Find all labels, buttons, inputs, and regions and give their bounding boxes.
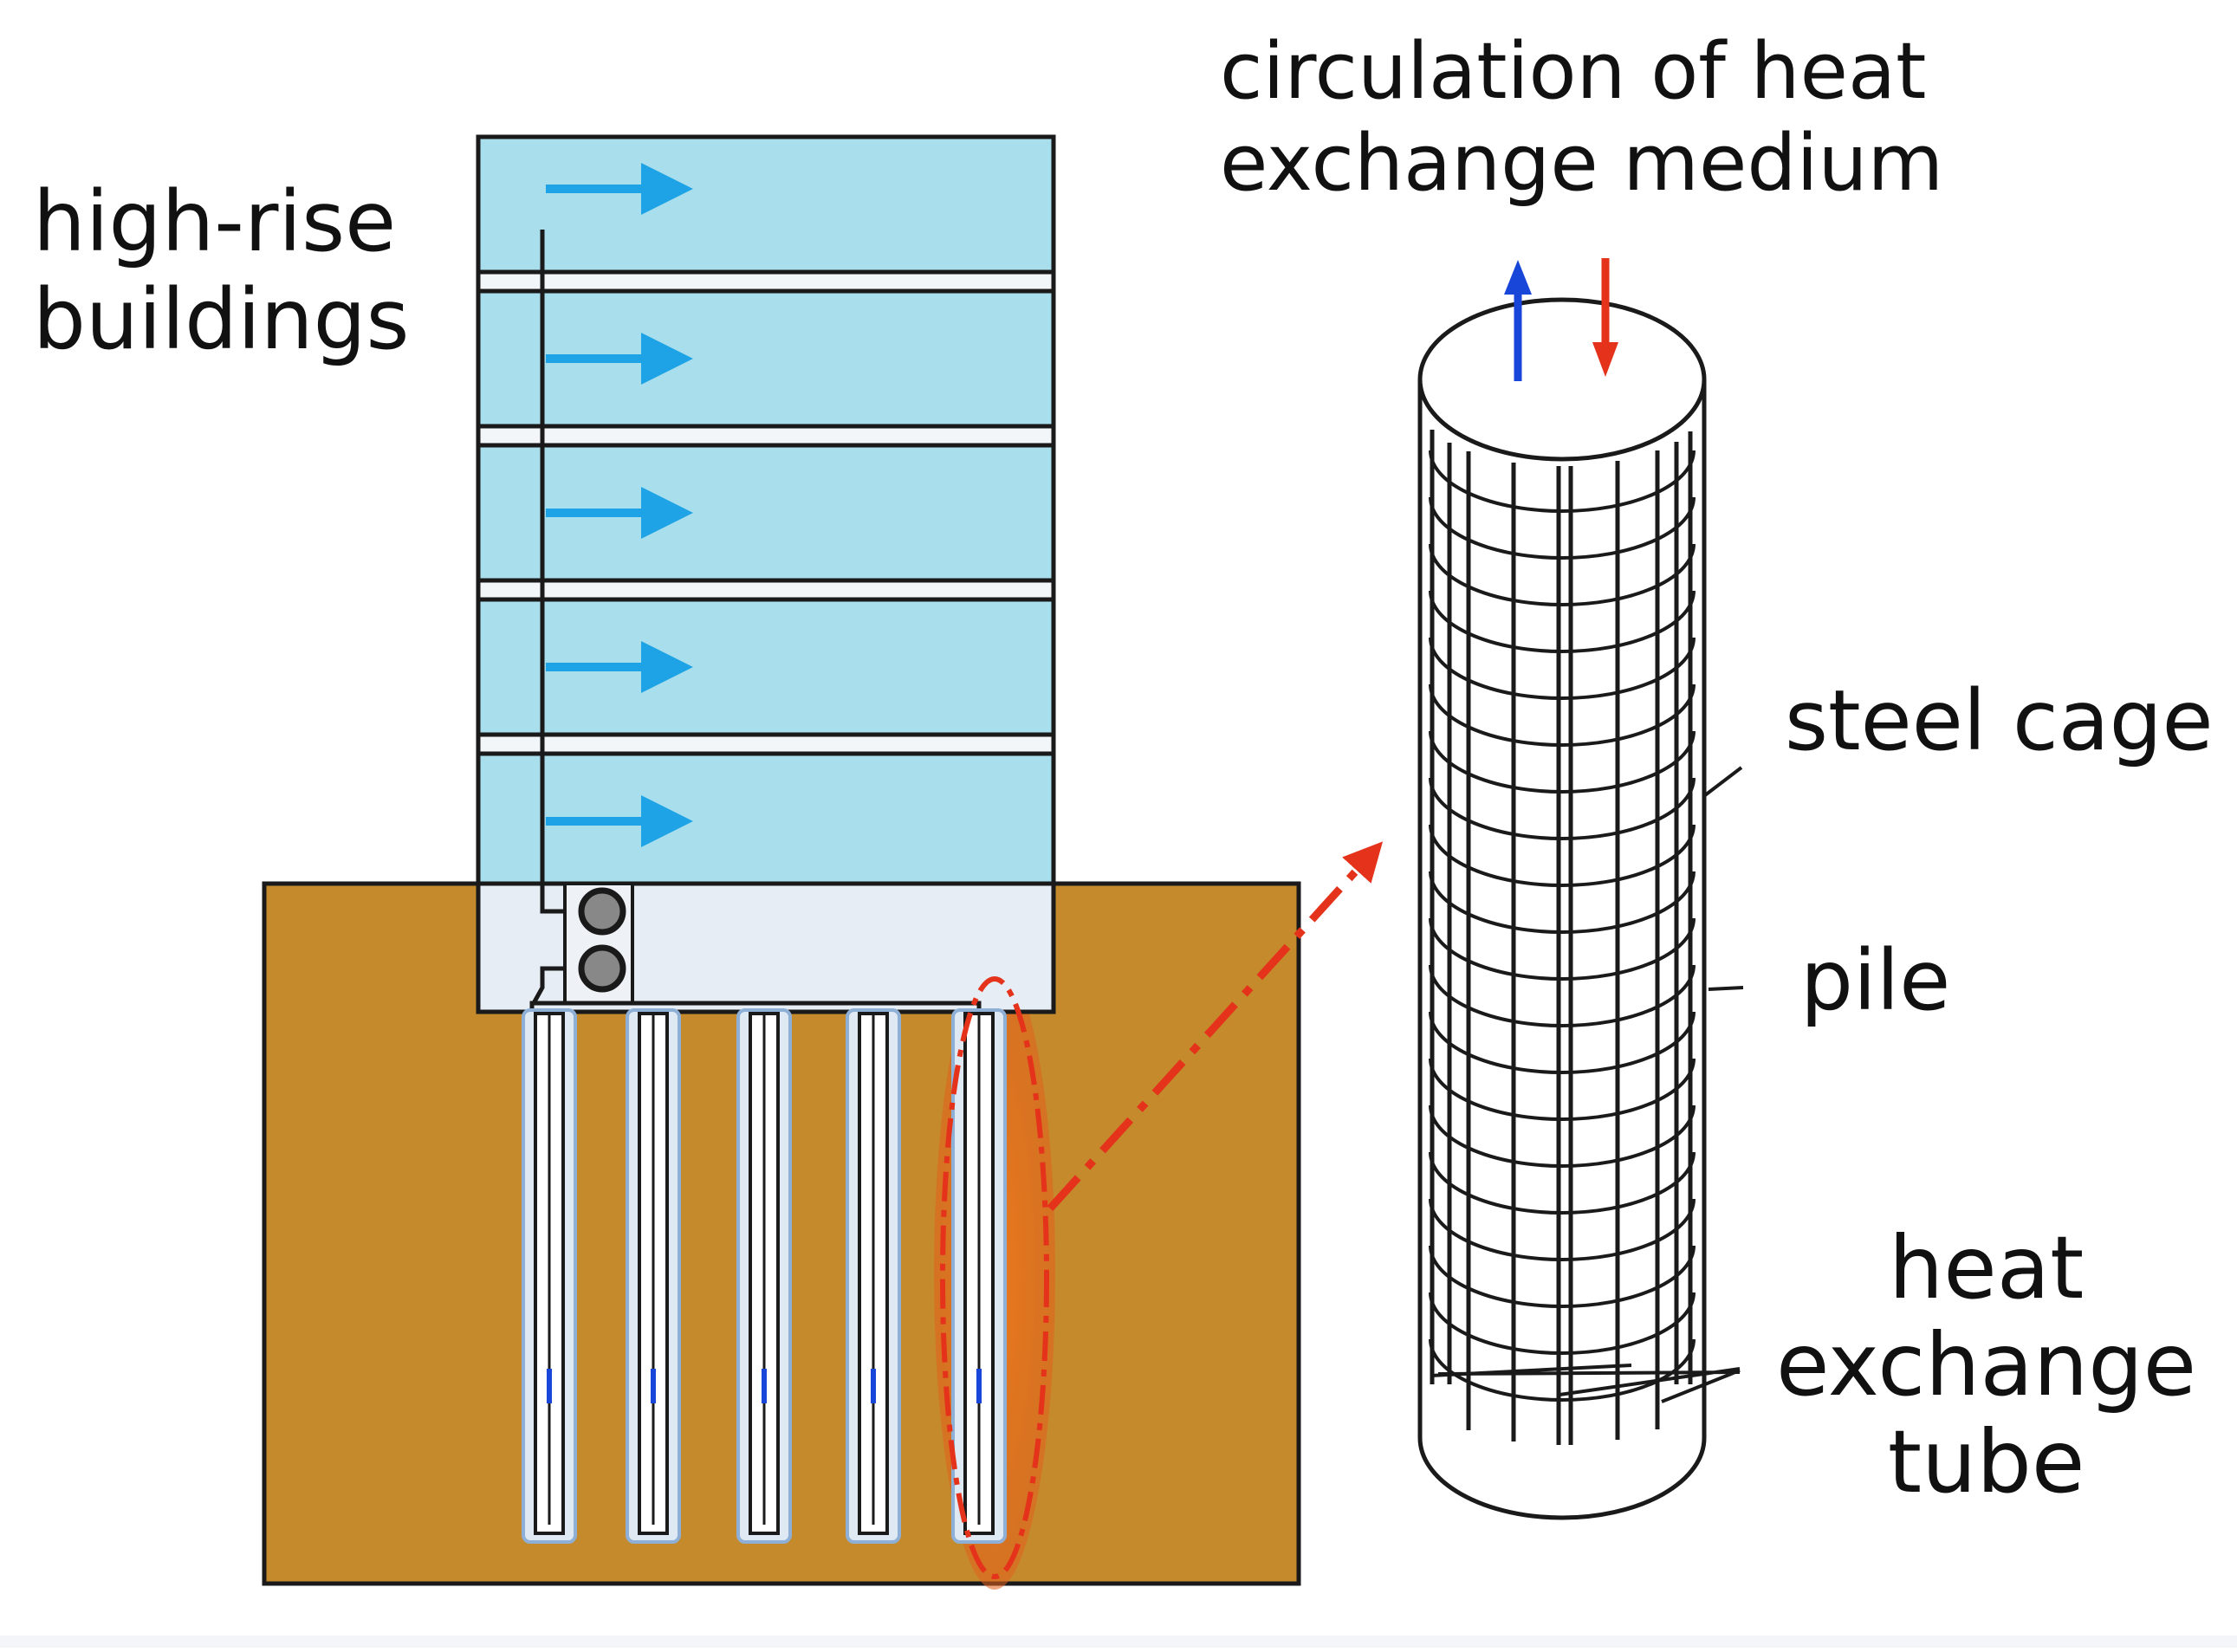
steel-cage-hoop bbox=[1429, 871, 1696, 934]
steel-cage-hoop bbox=[1429, 450, 1696, 513]
pile-cylinder-detail bbox=[1417, 297, 1707, 1520]
label-tube-line2: exchange bbox=[1776, 1314, 2197, 1416]
label-steel-cage: steel cage bbox=[1785, 672, 2214, 769]
steel-cage-hoop bbox=[1429, 917, 1696, 981]
label-circulation: circulation of heat exchange medium bbox=[1220, 26, 1943, 210]
steel-cage-hoop bbox=[1429, 1338, 1696, 1402]
steel-cage-hoop bbox=[1429, 1245, 1696, 1308]
leader-steel-cage bbox=[1703, 766, 1743, 797]
steel-cage-hoop bbox=[1429, 1058, 1696, 1121]
riser-pipe-return bbox=[531, 966, 565, 1005]
pile-cylinder-body bbox=[1417, 379, 1707, 1520]
label-pile: pile bbox=[1800, 932, 1951, 1029]
outflow-arrow-head bbox=[1592, 342, 1618, 377]
steel-cage-hoop bbox=[1429, 543, 1696, 606]
steel-cage-hoop bbox=[1429, 730, 1696, 794]
label-building-line2: buildings bbox=[33, 271, 410, 369]
steel-cage-hoop bbox=[1429, 590, 1696, 653]
label-tube-line3: tube bbox=[1887, 1411, 2085, 1513]
zoom-arrow bbox=[1047, 841, 1384, 1212]
pump-circle-bottom bbox=[578, 944, 626, 993]
steel-cage-hoop bbox=[1429, 1151, 1696, 1215]
pile-cylinder-top bbox=[1417, 297, 1707, 462]
header-pipe bbox=[529, 1001, 982, 1010]
leader-pile bbox=[1708, 986, 1744, 991]
steel-cage-hoop bbox=[1429, 683, 1696, 747]
steel-cage-hoop bbox=[1429, 496, 1696, 560]
steel-cage-hoop bbox=[1429, 777, 1696, 840]
label-heat-exchange-tube: heat exchange tube bbox=[1776, 1220, 2196, 1511]
steel-cage-hoop bbox=[1429, 1292, 1696, 1355]
bottom-band bbox=[0, 1636, 2237, 1648]
steel-cage-hoop bbox=[1429, 1105, 1696, 1168]
floor-slab bbox=[476, 732, 1056, 756]
steel-cage-hoop bbox=[1429, 1011, 1696, 1074]
label-circulation-line2: exchange medium bbox=[1220, 118, 1944, 210]
steel-cage-hoop bbox=[1429, 637, 1696, 700]
label-building-line1: high-rise bbox=[33, 173, 397, 270]
inflow-arrow-head bbox=[1504, 260, 1532, 295]
riser-pipe bbox=[540, 230, 565, 914]
highlight-ellipse bbox=[940, 976, 1049, 1579]
steel-cage-hoop bbox=[1429, 964, 1696, 1027]
building-floor bbox=[476, 134, 1056, 275]
label-tube-line1: heat bbox=[1888, 1217, 2085, 1318]
steel-cage-hoop bbox=[1429, 1198, 1696, 1261]
floor-slab bbox=[476, 269, 1056, 294]
pile-group bbox=[522, 1008, 1007, 1544]
steel-cage-hoop bbox=[1429, 824, 1696, 887]
floor-slab bbox=[476, 424, 1056, 448]
label-circulation-line1: circulation of heat bbox=[1220, 26, 1927, 117]
label-high-rise-buildings: high-rise buildings bbox=[33, 173, 410, 370]
high-rise-building bbox=[476, 134, 1056, 891]
floor-slab bbox=[476, 578, 1056, 602]
leader-tube bbox=[1437, 1367, 1741, 1403]
pump-circle-top bbox=[578, 887, 626, 936]
